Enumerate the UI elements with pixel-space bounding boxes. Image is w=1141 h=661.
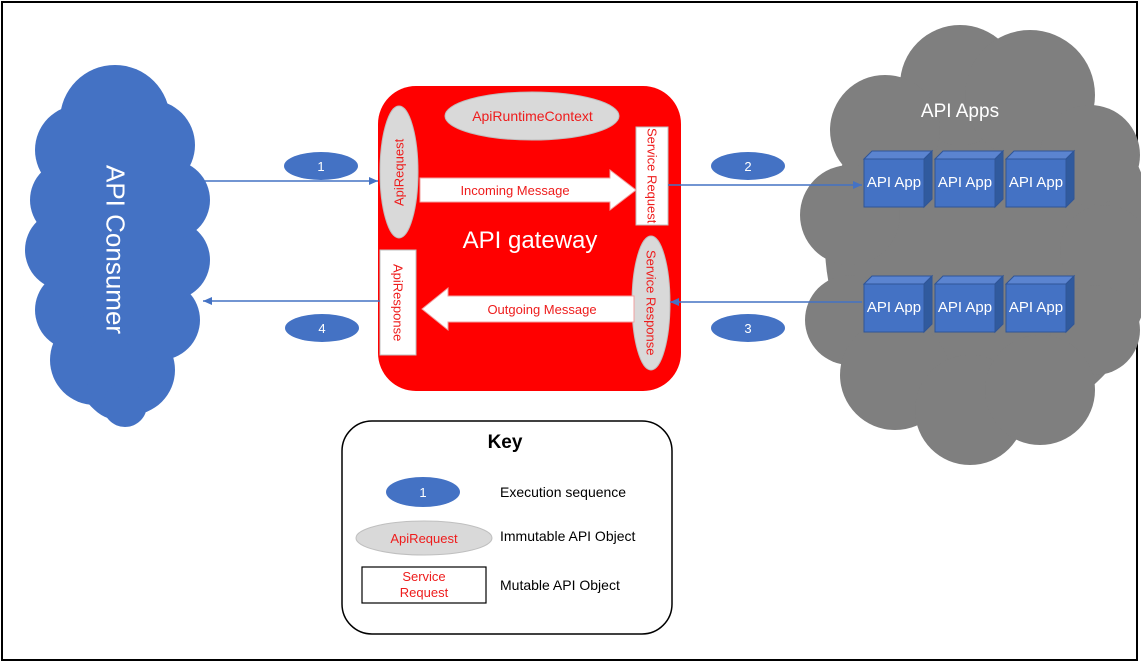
- api-app-5: API App: [937, 299, 993, 316]
- step-badge-2: [711, 152, 785, 180]
- api-app-2: API App: [937, 174, 993, 191]
- outgoing-message-arrow: [421, 286, 635, 332]
- api-apps-cloud: [800, 25, 1141, 465]
- key-mutable-sample: Service Request: [399, 569, 449, 600]
- api-apps-title: API Apps: [920, 101, 1000, 122]
- step-badge-4: [285, 314, 359, 342]
- service-response-label: Service Response: [643, 250, 659, 356]
- consumer-cloud: [25, 65, 210, 427]
- step-4-label: 4: [318, 320, 326, 336]
- key-sequence-label: Execution sequence: [500, 484, 627, 500]
- outgoing-message-label: Outgoing Message: [487, 301, 597, 317]
- api-app-4: API App: [866, 299, 922, 316]
- step-badge-3: [711, 314, 785, 342]
- api-response-label: ApiResponse: [390, 263, 406, 342]
- api-app-3: API App: [1008, 174, 1064, 191]
- key-immutable-shape: [355, 520, 493, 556]
- api-request-label: ApiRequest: [391, 138, 407, 206]
- runtime-context-label: ApiRuntimeContext: [472, 108, 593, 124]
- api-app-6: API App: [1008, 299, 1064, 316]
- step-2-label: 2: [744, 158, 752, 174]
- key-title: Key: [487, 432, 523, 453]
- consumer-label: API Consumer: [100, 165, 131, 335]
- step-1-label: 1: [317, 158, 325, 174]
- incoming-message-label: Incoming Message: [460, 182, 570, 198]
- api-response-shape: [379, 249, 417, 356]
- incoming-message-arrow: [419, 168, 637, 212]
- api-app-1: API App: [866, 174, 922, 191]
- key-mutable-shape: [361, 566, 487, 604]
- api-request-shape: [379, 105, 419, 239]
- step-badge-1: [284, 152, 358, 180]
- key-sequence-shape: [386, 477, 460, 507]
- key-mutable-label: Mutable API Object: [500, 577, 620, 593]
- step-3-label: 3: [744, 320, 752, 336]
- key-immutable-sample: ApiRequest: [390, 530, 458, 546]
- api-app-box-shapes: [862, 149, 1076, 334]
- runtime-context-shape: [444, 91, 620, 141]
- key-sequence-sample: 1: [419, 484, 427, 500]
- gateway-title: API gateway: [462, 227, 598, 254]
- service-request-label: Service Request: [644, 128, 660, 224]
- key-immutable-label: Immutable API Object: [500, 528, 636, 544]
- service-request-shape: [635, 126, 669, 226]
